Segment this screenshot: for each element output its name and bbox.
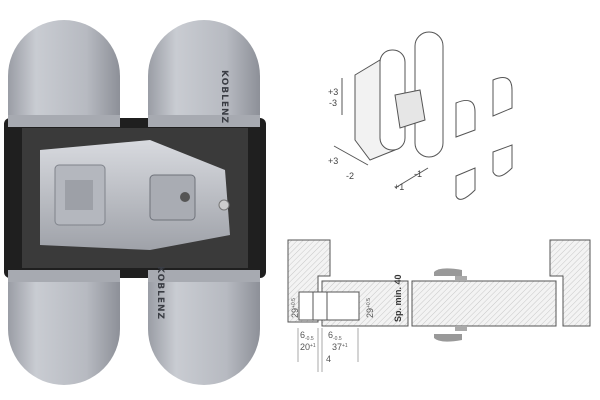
door-thickness-label: Sp. min. 40: [393, 274, 403, 322]
dim-20: 20+1: [300, 342, 316, 352]
section-drawing: [287, 239, 591, 372]
hinge-photo: KOBLENZ KOBLENZ: [4, 20, 266, 385]
frame-right: [549, 239, 591, 327]
dim-6-frame: 6-0.5: [300, 330, 314, 342]
lateral-plus-label: +1: [394, 182, 404, 192]
handle-top: [434, 268, 462, 276]
dim-6-door: 6-0.5: [328, 330, 342, 342]
exploded-view: [333, 31, 513, 200]
door-slab-right: [411, 280, 557, 327]
vertical-minus-label: -3: [329, 98, 337, 108]
brand-mark-bottom: KOBLENZ: [155, 266, 165, 320]
depth-plus-label: +3: [328, 156, 338, 166]
dim-4-gap: 4: [326, 354, 331, 364]
brand-mark-top: KOBLENZ: [219, 70, 229, 124]
handle-bottom: [434, 334, 462, 342]
dim-37: 37+1: [332, 342, 348, 352]
depth-minus-label: -2: [346, 171, 354, 181]
vertical-plus-label: +3: [328, 87, 338, 97]
hinge-pocket: [298, 291, 360, 321]
dim-29-frame: 29+0.5: [290, 298, 300, 318]
lateral-minus-label: -1: [414, 169, 422, 179]
dim-29-door: 29+0.5: [365, 298, 375, 318]
